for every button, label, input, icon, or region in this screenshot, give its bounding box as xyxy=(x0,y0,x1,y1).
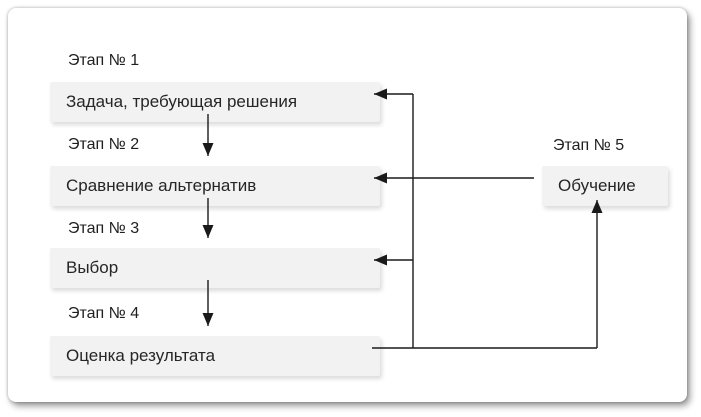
stage-box-task: Задача, требующая решения xyxy=(50,82,380,122)
stage-label-4: Этап № 4 xyxy=(68,305,140,322)
stage-box-choice: Выбор xyxy=(50,248,380,288)
stage-box-learning: Обучение xyxy=(542,166,668,206)
stage-box-evaluation: Оценка результата xyxy=(50,336,380,376)
stage-label-1: Этап № 1 xyxy=(68,52,140,69)
stage-label-3: Этап № 3 xyxy=(68,220,140,237)
flow-diagram-card: Этап № 1 Задача, требующая решения Этап … xyxy=(8,8,687,402)
stage-box-comparison: Сравнение альтернатив xyxy=(50,166,380,206)
stage-label-2: Этап № 2 xyxy=(68,136,140,153)
stage-label-5: Этап № 5 xyxy=(553,137,625,154)
